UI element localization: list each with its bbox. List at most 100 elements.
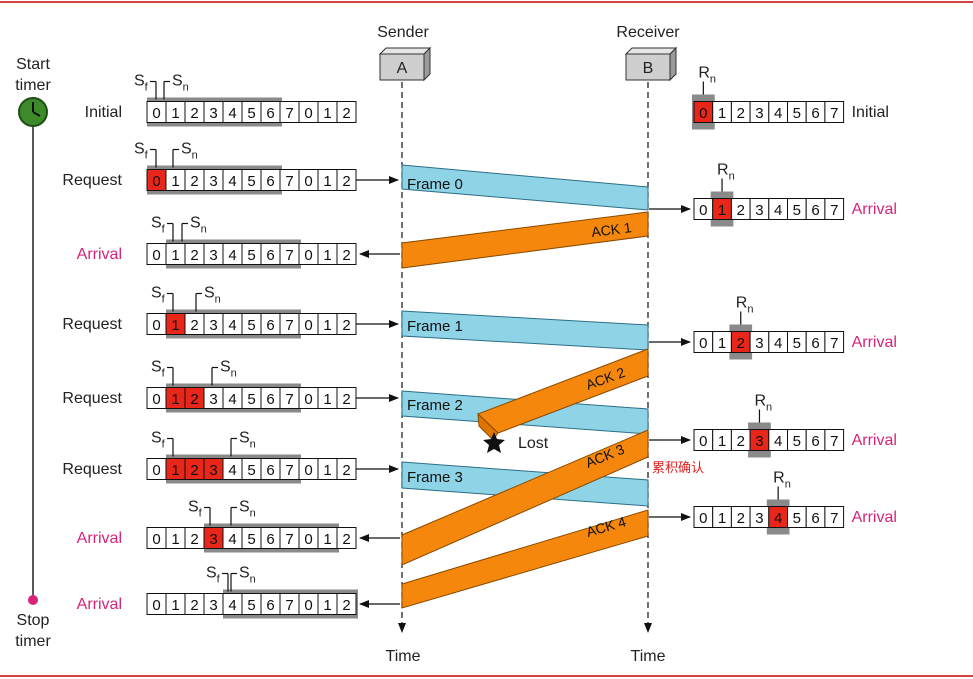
seq-number: 5 bbox=[247, 462, 255, 479]
seq-cell bbox=[824, 429, 845, 451]
seq-number: 1 bbox=[323, 531, 331, 548]
seq-number: 4 bbox=[228, 173, 236, 190]
svg-text:B: B bbox=[643, 60, 654, 77]
receiver-row-label: Initial bbox=[852, 104, 889, 121]
receiver-title: Receiver bbox=[616, 24, 680, 41]
seq-number: 3 bbox=[209, 173, 217, 190]
sender-row-label: Request bbox=[62, 172, 122, 189]
timer-stop-line2: timer bbox=[15, 633, 51, 650]
receiver-row-label: Arrival bbox=[852, 432, 897, 449]
seq-number: 3 bbox=[209, 105, 217, 122]
bottom-border bbox=[0, 675, 973, 677]
seq-number: 6 bbox=[811, 105, 819, 122]
seq-number: 1 bbox=[718, 105, 726, 122]
seq-number: 5 bbox=[247, 173, 255, 190]
rn-label: Rn bbox=[717, 162, 735, 183]
seq-number: 3 bbox=[755, 105, 763, 122]
seq-number: 0 bbox=[152, 597, 160, 614]
sender-row-label: Arrival bbox=[77, 530, 122, 547]
seq-number: 0 bbox=[304, 597, 312, 614]
seq-cell bbox=[336, 243, 357, 265]
seq-number: 6 bbox=[266, 173, 274, 190]
seq-number: 1 bbox=[718, 335, 726, 352]
seq-number: 4 bbox=[228, 105, 236, 122]
seq-number: 3 bbox=[755, 202, 763, 219]
seq-number: 7 bbox=[285, 105, 293, 122]
seq-number: 0 bbox=[152, 105, 160, 122]
frame-1: Frame 1 bbox=[401, 310, 649, 351]
sf-label: Sf bbox=[151, 359, 166, 380]
seq-number: 1 bbox=[171, 462, 179, 479]
seq-number: 0 bbox=[152, 173, 160, 190]
seq-number: 0 bbox=[699, 433, 707, 450]
svg-text:A: A bbox=[397, 60, 408, 77]
seq-number: 5 bbox=[793, 105, 801, 122]
seq-number: 6 bbox=[811, 335, 819, 352]
seq-cell bbox=[336, 101, 357, 123]
seq-number: 0 bbox=[152, 462, 160, 479]
top-border bbox=[0, 1, 973, 3]
seq-number: 2 bbox=[342, 597, 350, 614]
seq-number: 7 bbox=[285, 247, 293, 264]
seq-number: 1 bbox=[171, 247, 179, 264]
seq-number: 4 bbox=[774, 105, 782, 122]
seq-cell bbox=[824, 198, 845, 220]
receiver-row-label: Arrival bbox=[852, 509, 897, 526]
sender-box: A bbox=[378, 46, 432, 82]
seq-number: 6 bbox=[811, 433, 819, 450]
svg-text:ACK 1: ACK 1 bbox=[590, 219, 632, 240]
svg-text:Frame 1: Frame 1 bbox=[407, 318, 463, 335]
seq-number: 3 bbox=[755, 433, 763, 450]
sf-label: Sf bbox=[134, 73, 149, 94]
sf-label: Sf bbox=[206, 565, 221, 586]
sn-label: Sn bbox=[239, 499, 256, 520]
seq-number: 5 bbox=[247, 597, 255, 614]
seq-number: 3 bbox=[209, 597, 217, 614]
seq-number: 0 bbox=[304, 391, 312, 408]
seq-number: 2 bbox=[342, 462, 350, 479]
rn-label: Rn bbox=[736, 295, 754, 316]
seq-number: 3 bbox=[209, 462, 217, 479]
seq-number: 2 bbox=[342, 531, 350, 548]
timer-start-line1: Start bbox=[16, 56, 50, 73]
sn-label: Sn bbox=[181, 141, 198, 162]
cumulative-ack-note: 累积确认 bbox=[652, 460, 704, 475]
seq-number: 6 bbox=[811, 510, 819, 527]
seq-cell bbox=[336, 527, 357, 549]
sender-time-label: Time bbox=[386, 648, 421, 665]
seq-number: 1 bbox=[323, 317, 331, 334]
seq-number: 2 bbox=[190, 531, 198, 548]
seq-number: 6 bbox=[266, 462, 274, 479]
receiver-row-label: Arrival bbox=[852, 201, 897, 218]
seq-number: 2 bbox=[342, 391, 350, 408]
seq-number: 2 bbox=[342, 247, 350, 264]
seq-number: 0 bbox=[699, 105, 707, 122]
rn-label: Rn bbox=[754, 393, 772, 414]
seq-number: 6 bbox=[266, 247, 274, 264]
seq-number: 2 bbox=[190, 597, 198, 614]
sn-label: Sn bbox=[220, 359, 237, 380]
sn-label: Sn bbox=[172, 73, 189, 94]
seq-number: 7 bbox=[830, 335, 838, 352]
seq-number: 2 bbox=[737, 335, 745, 352]
sf-label: Sf bbox=[134, 141, 149, 162]
seq-number: 1 bbox=[718, 433, 726, 450]
sn-label: Sn bbox=[239, 430, 256, 451]
timer-stop-dot bbox=[28, 595, 38, 605]
seq-number: 5 bbox=[793, 335, 801, 352]
seq-number: 2 bbox=[190, 247, 198, 264]
seq-number: 3 bbox=[209, 391, 217, 408]
seq-number: 2 bbox=[737, 510, 745, 527]
seq-cell bbox=[824, 506, 845, 528]
sender-row-label: Request bbox=[62, 316, 122, 333]
seq-number: 0 bbox=[304, 462, 312, 479]
seq-number: 5 bbox=[793, 510, 801, 527]
sender-row-label: Initial bbox=[85, 104, 122, 121]
seq-number: 4 bbox=[774, 335, 782, 352]
seq-number: 7 bbox=[285, 462, 293, 479]
seq-number: 2 bbox=[190, 462, 198, 479]
